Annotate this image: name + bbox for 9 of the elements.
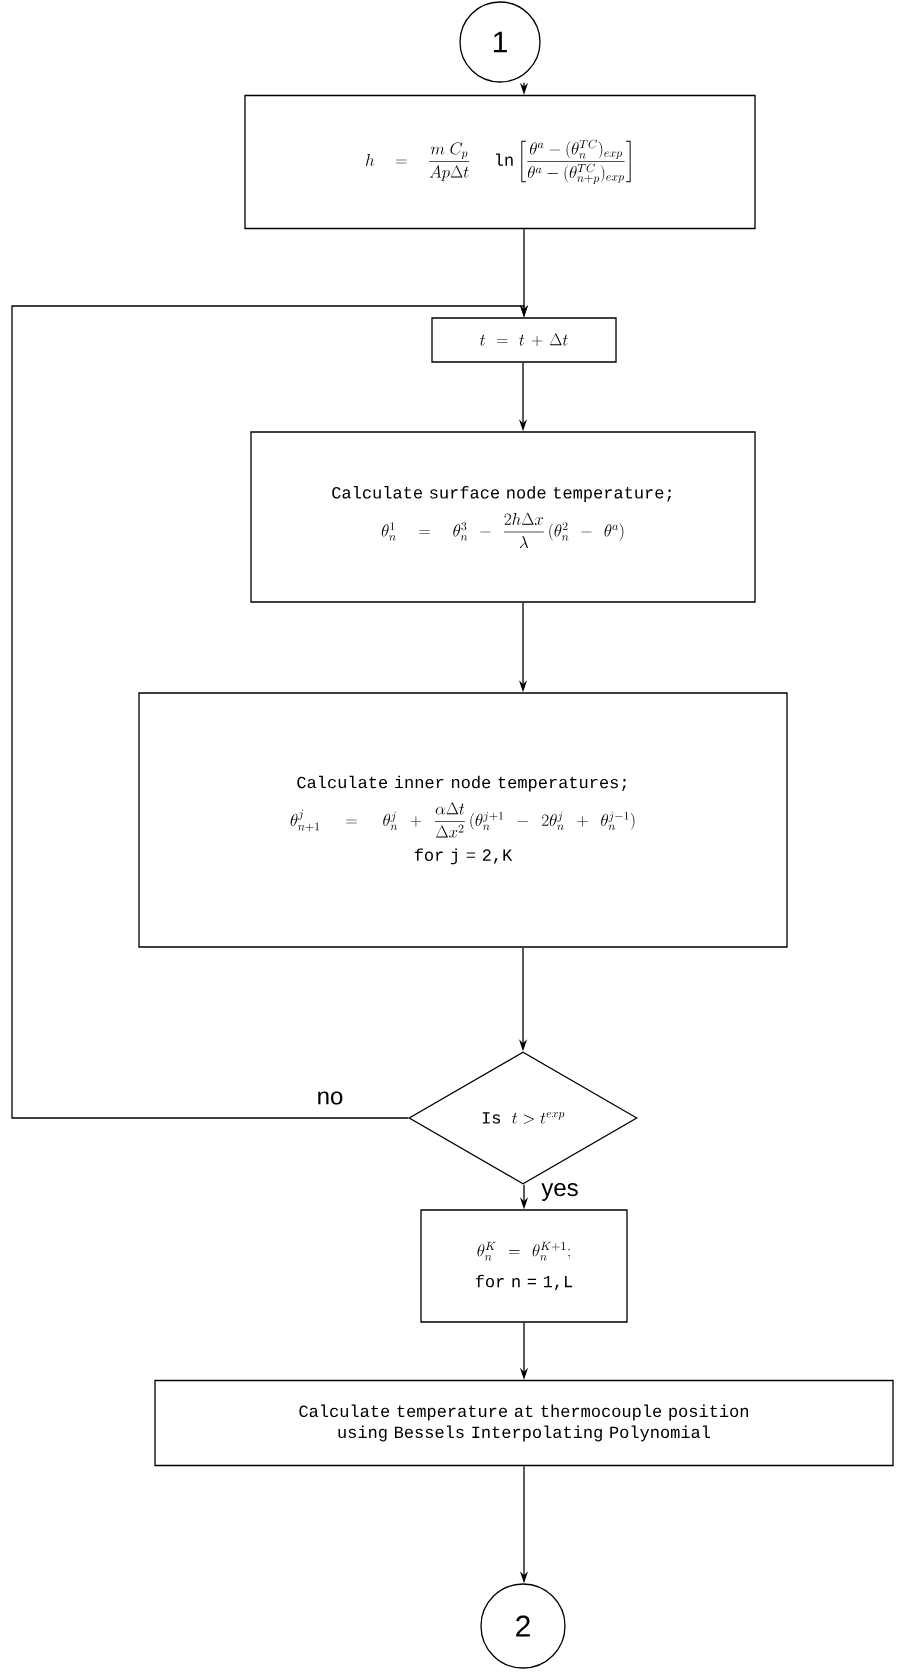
edge-label: no xyxy=(315,1090,345,1106)
process-box: Calculate surface node temperature; $\theta_n^{1} = \theta_n^{3} - \dfrac{2h\Delta x}{\lambda}\,(\theta_n^{2} - \theta^a)$ xyxy=(250,431,756,603)
process-box: $\theta_n^{K} = \theta_n^{K+1};$ for n = 1,L xyxy=(420,1209,628,1323)
process-box: Calculate inner node temperatures; $\theta_{n+1}^{j} = \theta_n^{j} + \dfrac{\alpha\Delta t}{\Delta x^2}\,(\theta_n^{j+1} - 2\theta_n^{j} + \theta_n^{j-1})$ for j = 2,K xyxy=(138,692,788,948)
process-box: $h = \dfrac{m\;C_p}{Ap\Delta t}\;\ln\left[\dfrac{\theta^a - (\theta_n^{TC})_{exp}}{\theta^a - (\theta_{n+p}^{TC})_{exp}}\right]$ xyxy=(244,94,756,230)
arrow xyxy=(11,305,529,1119)
edge-label: yes xyxy=(540,1182,580,1202)
process-box: $t = t + \Delta t$ xyxy=(431,317,617,363)
process-box: Calculate temperature at thermocouple position using Bessels Interpolating Polynomial xyxy=(154,1379,894,1467)
